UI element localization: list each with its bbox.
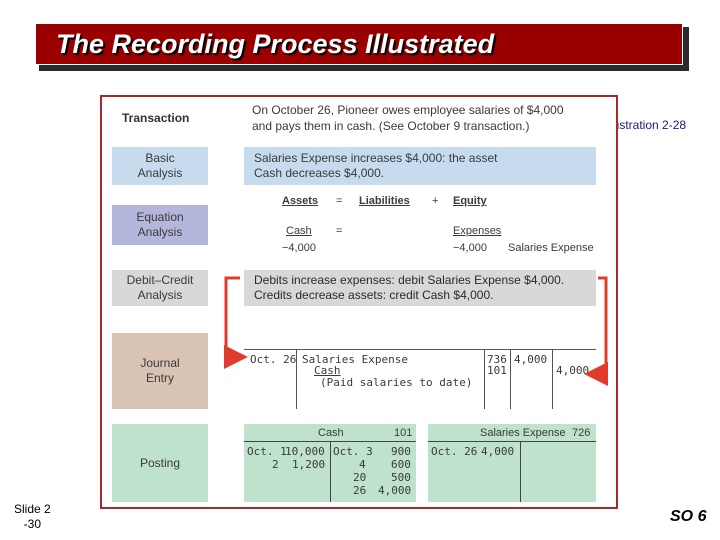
equation-assets-heading: Assets xyxy=(282,195,319,207)
arrow-debit-credit-to-journal-date xyxy=(224,276,248,369)
debit-credit-content-box: Debits increase expenses: debit Salaries… xyxy=(244,270,596,306)
cash-credit-date-2: 4 xyxy=(359,458,366,471)
debit-credit-line-2: Credits decrease assets: credit Cash $4,… xyxy=(254,288,494,302)
basic-analysis-label-1: Basic xyxy=(145,151,175,165)
slide-number-line-2: -30 xyxy=(23,517,42,531)
cash-credit-amount-2: 600 xyxy=(391,458,411,471)
basic-analysis-line-1: Salaries Expense increases $4,000: the a… xyxy=(254,151,498,165)
equation-cash-amount: −4,000 xyxy=(282,242,316,254)
journal-debit-account: Salaries Expense xyxy=(302,353,408,366)
equation-analysis-label-1: Equation xyxy=(136,210,184,224)
salaries-account-number: 726 xyxy=(572,427,591,439)
equation-cash-label: Cash xyxy=(286,225,312,237)
posting-label: Posting xyxy=(139,455,181,470)
basic-analysis-content-box: Salaries Expense increases $4,000: the a… xyxy=(244,147,596,185)
cash-debit-date-1: Oct. 1 xyxy=(247,445,287,458)
journal-credit-amount: 4,000 xyxy=(556,364,590,377)
journal-rule-ref xyxy=(484,349,485,409)
cash-debit-amount-1: 10,000 xyxy=(285,445,325,458)
salaries-t-vertical xyxy=(520,441,521,502)
recording-process-figure: Transaction On October 26, Pioneer owes … xyxy=(100,95,618,509)
journal-entry-label-box: Journal Entry xyxy=(112,333,208,409)
salaries-account-title: Salaries Expense xyxy=(480,427,566,439)
equation-liabilities-heading: Liabilities xyxy=(359,195,410,207)
so-tag: SO 6 xyxy=(670,508,707,525)
transaction-label: Transaction xyxy=(122,111,190,125)
journal-ref-1: 736 xyxy=(487,353,507,366)
basic-analysis-line-2: Cash decreases $4,000. xyxy=(254,166,385,180)
transaction-line-1: On October 26, Pioneer owes employee sal… xyxy=(252,103,564,117)
title-bar: The Recording Process Illustrated xyxy=(35,23,683,65)
equation-expense-name: Salaries Expense xyxy=(508,242,594,254)
transaction-line-2: and pays them in cash. (See October 9 tr… xyxy=(252,119,530,133)
equation-expenses-label: Expenses xyxy=(453,225,502,237)
equation-expenses-amount: −4,000 xyxy=(453,242,487,254)
journal-top-rule xyxy=(244,349,596,350)
debit-credit-label-2: Analysis xyxy=(137,288,183,302)
cash-debit-date-2: 2 xyxy=(272,458,279,471)
slide-title: The Recording Process Illustrated xyxy=(56,29,495,59)
cash-credit-amount-4: 4,000 xyxy=(378,484,412,497)
cash-t-account: Cash 101 Oct. 1 10,000 2 1,200 Oct. 3 90… xyxy=(244,424,416,502)
equation-equals-sign: = xyxy=(336,195,343,207)
cash-t-vertical xyxy=(330,441,331,502)
posting-label-box: Posting xyxy=(112,424,208,502)
salaries-t-horizontal xyxy=(428,441,596,442)
journal-entry-table: Oct. 26 Salaries Expense Cash (Paid sala… xyxy=(244,349,596,409)
basic-analysis-label-2: Analysis xyxy=(137,166,183,180)
journal-rule-credit xyxy=(552,349,553,409)
cash-credit-date-1: Oct. 3 xyxy=(333,445,373,458)
cash-debit-amount-2: 1,200 xyxy=(292,458,326,471)
equation-analysis-label-2: Analysis xyxy=(137,225,183,239)
journal-ref-2: 101 xyxy=(487,364,507,377)
cash-credit-amount-1: 900 xyxy=(391,445,411,458)
equation-analysis-label-box: Equation Analysis xyxy=(112,205,208,245)
equation-plus-sign: + xyxy=(432,195,439,207)
salaries-debit-date-1: Oct. 26 xyxy=(431,445,478,458)
cash-credit-amount-3: 500 xyxy=(391,471,411,484)
basic-analysis-label-box: Basic Analysis xyxy=(112,147,208,185)
journal-credit-account: Cash xyxy=(314,364,341,377)
debit-credit-label-box: Debit–Credit Analysis xyxy=(112,270,208,306)
journal-entry-label-2: Entry xyxy=(145,371,174,385)
slide-number-line-1: Slide 2 xyxy=(14,502,51,516)
illustration-reference: Illustration 2-28 xyxy=(604,118,687,132)
journal-rule-date xyxy=(296,349,297,409)
journal-date: Oct. 26 xyxy=(250,353,297,366)
equation-equals-sign-2: = xyxy=(336,225,343,237)
salaries-debit-amount-1: 4,000 xyxy=(481,445,515,458)
equation-equity-heading: Equity xyxy=(453,195,487,207)
cash-account-number: 101 xyxy=(394,427,413,439)
slide-number: Slide 2 -30 xyxy=(14,502,51,532)
salaries-expense-t-account: Salaries Expense 726 Oct. 26 4,000 xyxy=(428,424,596,502)
debit-credit-label-1: Debit–Credit xyxy=(126,273,194,287)
journal-entry-label-1: Journal xyxy=(140,356,180,370)
debit-credit-line-1: Debits increase expenses: debit Salaries… xyxy=(254,273,565,287)
cash-credit-date-3: 20 xyxy=(353,471,367,484)
journal-rule-debit xyxy=(510,349,511,409)
cash-credit-date-4: 26 xyxy=(353,484,367,497)
journal-debit-amount: 4,000 xyxy=(514,353,548,366)
cash-account-title: Cash xyxy=(318,427,344,439)
journal-explanation: (Paid salaries to date) xyxy=(320,376,473,389)
